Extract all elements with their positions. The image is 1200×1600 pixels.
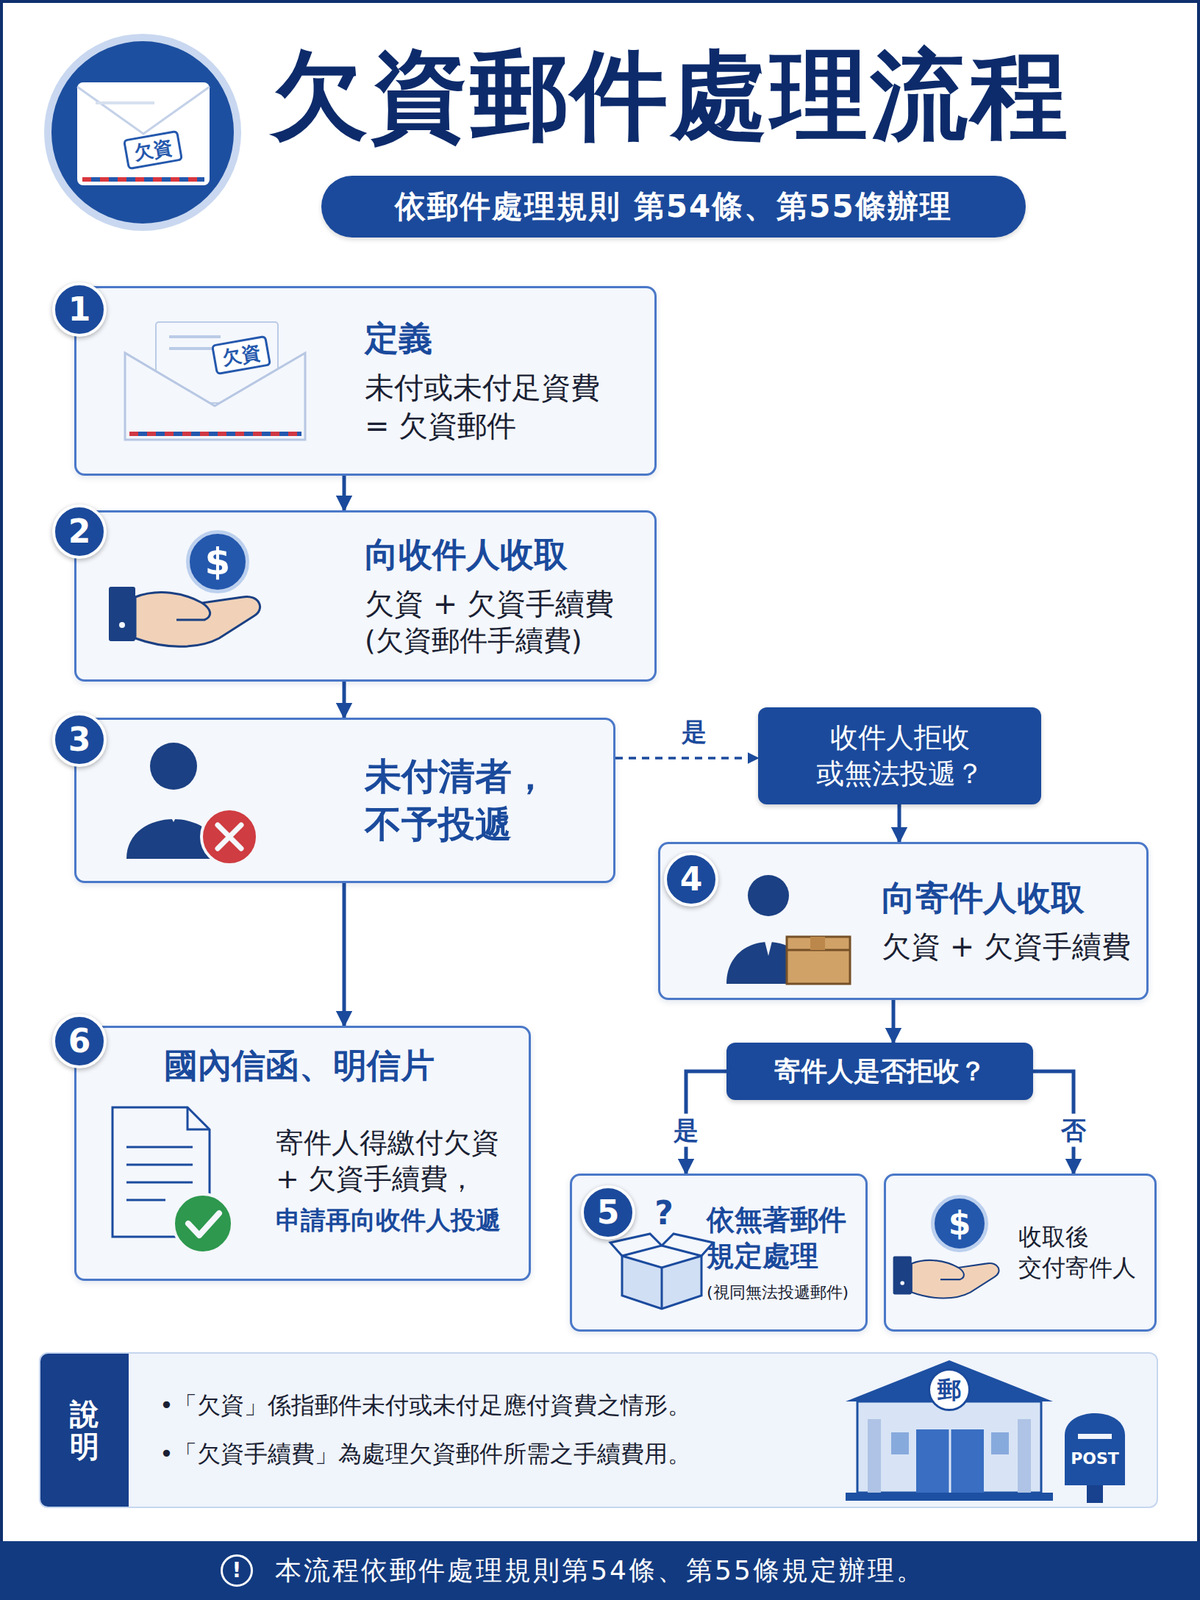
panel-strip: 說明 bbox=[40, 1353, 129, 1507]
box-node: 收取後 交付寄件人 bbox=[883, 1173, 1157, 1332]
edge-label: 是 bbox=[674, 715, 714, 749]
node-text: 未付或未付足資費 = 欠資郵件 bbox=[364, 368, 615, 445]
callout-number: 3 bbox=[52, 712, 107, 767]
node-heading: 收件人拒收 或無法投遞？ bbox=[769, 719, 1031, 793]
node-text: •「欠資」係指郵件未付或未付足應付資費之情形。 bbox=[159, 1390, 848, 1422]
box-node: 向收件人收取欠資 + 欠資手續費(欠資郵件手續費) bbox=[74, 510, 657, 682]
decision-box: 收件人拒收 或無法投遞？ bbox=[758, 707, 1042, 805]
box-node: 國內信函、明信片寄件人得繳付欠資 + 欠資手續費， 申請再向收件人投遞 bbox=[74, 1025, 531, 1281]
node-text: (欠資郵件手續費) bbox=[364, 622, 640, 659]
flow-arrow bbox=[615, 756, 759, 760]
node-heading: 依郵件處理規則 第54條、第55條辦理 bbox=[394, 186, 953, 228]
flow-arrow bbox=[342, 475, 347, 511]
node-heading: 國內信函、明信片 bbox=[76, 1044, 522, 1089]
edge-label: 否 bbox=[1053, 1113, 1094, 1148]
node-text: 欠資 + 欠資手續費 bbox=[881, 927, 1139, 966]
pill-node: 依郵件處理規則 第54條、第55條辦理 bbox=[321, 175, 1026, 238]
box-node: 定義未付或未付足資費 = 欠資郵件 bbox=[74, 286, 657, 476]
node-heading: 未付清者， 不予投遞 bbox=[364, 752, 586, 849]
node-heading: 說明 bbox=[69, 1397, 100, 1463]
mark-label: 郵 bbox=[927, 1368, 971, 1412]
node-text: 申請再向收件人投遞 bbox=[275, 1203, 519, 1237]
callout-number: 6 bbox=[52, 1013, 107, 1069]
decision-box: 寄件人是否拒收？ bbox=[726, 1042, 1034, 1100]
node-heading: 定義 bbox=[364, 316, 640, 362]
node-heading: 收取後 交付寄件人 bbox=[1018, 1222, 1148, 1284]
band-node: 本流程依郵件處理規則第54條、第55條規定辦理。 bbox=[0, 1541, 1200, 1600]
edge-label: 是 bbox=[666, 1113, 706, 1148]
node-text: •「欠資手續費」為處理欠資郵件所需之手續費用。 bbox=[159, 1438, 848, 1470]
node-heading: 本流程依郵件處理規則第54條、第55條規定辦理。 bbox=[275, 1553, 925, 1589]
flow-arrow bbox=[897, 804, 902, 842]
flow-arrow bbox=[342, 883, 347, 1026]
panel-node: 說明 •「欠資」係指郵件未付或未付足應付資費之情形。 •「欠資手續費」為處理欠資郵件… bbox=[38, 1352, 1159, 1509]
callout-number: 1 bbox=[52, 282, 107, 337]
callout-number: 4 bbox=[663, 852, 719, 907]
coin-symbol: $ bbox=[186, 530, 250, 594]
callout-number: 5 bbox=[580, 1185, 636, 1240]
post-label: POST bbox=[1070, 1450, 1120, 1467]
coin-symbol: $ bbox=[930, 1194, 989, 1253]
flow-arrow bbox=[891, 1000, 896, 1043]
node-heading: 向寄件人收取 bbox=[881, 876, 1139, 921]
node-text: 寄件人得繳付欠資 + 欠資手續費， bbox=[275, 1125, 519, 1198]
node-text: 欠資 + 欠資手續費 bbox=[364, 584, 640, 623]
callout-number: 2 bbox=[52, 504, 107, 559]
plain-label: ? bbox=[654, 1197, 674, 1230]
flow-arrow bbox=[342, 681, 347, 718]
node-text: (視同無法投遞郵件) bbox=[706, 1282, 860, 1304]
stamp-label: 欠資 bbox=[122, 130, 184, 171]
node-heading: 寄件人是否拒收？ bbox=[774, 1054, 987, 1089]
bang-label: ! bbox=[220, 1554, 253, 1587]
box-node: 向寄件人收取欠資 + 欠資手續費 bbox=[658, 841, 1149, 1000]
node-heading: 依無著郵件 規定處理 bbox=[706, 1202, 860, 1275]
box-node: 未付清者， 不予投遞 bbox=[74, 717, 616, 884]
node-heading: 向收件人收取 bbox=[364, 533, 640, 578]
title: 欠資郵件處理流程 bbox=[270, 36, 1071, 153]
